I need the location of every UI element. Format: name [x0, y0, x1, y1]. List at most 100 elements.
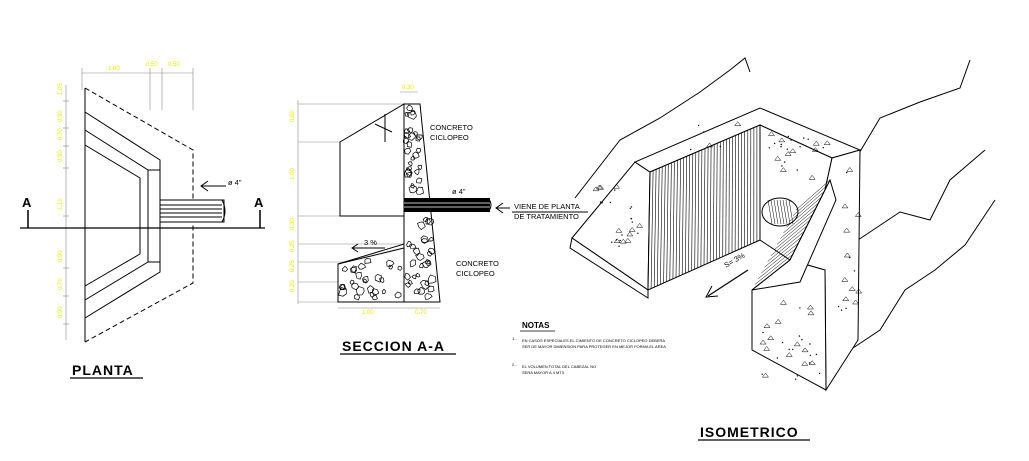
terrain-top	[857, 59, 971, 156]
hatch-line	[779, 199, 785, 225]
concrete-mark	[613, 238, 621, 243]
arrow-left-icon	[200, 180, 209, 192]
hatch-line	[716, 143, 718, 260]
concrete-mark	[609, 201, 612, 204]
concrete-mark	[815, 353, 818, 356]
aggregate-stone	[425, 217, 431, 225]
concrete-mark	[759, 339, 767, 345]
hatch-line	[685, 156, 687, 274]
hatch-line	[785, 199, 791, 225]
planta-title: PLANTA	[72, 362, 134, 378]
aggregate-stone	[406, 104, 413, 111]
hatch-line	[697, 151, 700, 268]
concrete-mark	[842, 296, 850, 301]
concrete-mark	[841, 203, 849, 209]
concrete-mark	[599, 201, 602, 203]
concrete-mark	[849, 256, 851, 259]
seccion-dim-left: 0.20	[290, 280, 296, 292]
concrete-mark	[784, 151, 792, 156]
aggregate-stone	[369, 291, 375, 298]
note-1-num: 1.-	[512, 336, 517, 341]
hatch-line	[786, 196, 822, 228]
concrete-mark	[767, 131, 775, 136]
hatch-line	[792, 185, 828, 216]
concrete-mark	[779, 167, 787, 172]
hatch-line	[782, 199, 788, 225]
aggregate-stone	[419, 263, 424, 269]
aggregate-stone	[362, 276, 369, 284]
concrete-mark	[781, 341, 784, 344]
aggregate-stone	[405, 172, 413, 178]
concrete-mark	[690, 148, 692, 151]
aggregate-stone	[426, 259, 432, 267]
hatch-line	[653, 169, 657, 288]
concrete-mark	[809, 343, 811, 345]
concrete-mark	[807, 310, 815, 316]
aggregate-stone	[419, 280, 430, 290]
hatch-line	[657, 168, 660, 286]
concrete-mark	[636, 222, 644, 228]
aggregate-stone	[394, 291, 402, 299]
concrete-mark	[621, 234, 623, 236]
concrete-mark	[630, 218, 632, 220]
concrete-mark	[783, 161, 786, 163]
seccion-wing-wall	[339, 103, 405, 217]
concrete-mark	[628, 227, 636, 232]
hatch-line	[675, 160, 678, 278]
aggregate-stone	[351, 265, 357, 273]
concrete-mark	[761, 372, 769, 378]
iso-title: ISOMETRICO	[700, 424, 799, 440]
hatch-line	[770, 225, 808, 256]
planta-cut-label-left: A	[22, 195, 32, 210]
concrete-mark	[799, 146, 801, 148]
aggregate-stone	[414, 169, 420, 176]
concrete-mark	[619, 239, 621, 242]
concrete-mark	[786, 148, 788, 150]
concrete-mark	[796, 375, 798, 377]
hatch-line	[773, 199, 779, 225]
hatch-line	[734, 135, 736, 252]
seccion-pipe-label: ø 4"	[452, 187, 466, 196]
seccion-dim-left: 0.25	[290, 240, 296, 252]
aggregate-stone	[427, 247, 436, 255]
aggregate-stone	[404, 168, 413, 178]
concrete-mark	[780, 146, 782, 148]
concrete-mark	[615, 227, 623, 233]
aggregate-stone	[406, 141, 413, 148]
concrete-mark	[809, 354, 811, 356]
concrete-mark	[846, 171, 848, 174]
concrete-mark	[624, 237, 632, 243]
aggregate-stone	[402, 135, 410, 145]
hatch-line	[767, 231, 805, 262]
notes-heading: NOTAS	[522, 321, 550, 330]
concrete-mark	[597, 184, 605, 190]
hatch-line	[767, 199, 773, 225]
concrete-mark	[781, 165, 783, 167]
concrete-mark	[854, 212, 862, 217]
hatch-line	[776, 199, 782, 225]
planta-dim-top-3: 0.50	[168, 62, 180, 68]
concrete-mark	[631, 221, 633, 223]
seccion-dim-bottom-2: 0.70	[415, 310, 427, 316]
concrete-mark	[808, 362, 811, 364]
planta-dim-left: 1.10	[58, 198, 64, 210]
hatch-line	[751, 259, 791, 291]
seccion-floor	[337, 243, 405, 303]
concrete-mark	[774, 318, 782, 324]
aggregate-stone	[404, 282, 411, 288]
planta-dim-left: 0.70	[58, 278, 64, 290]
hatch-line	[712, 144, 715, 261]
seccion-dim-left: 0.30	[290, 218, 296, 230]
concrete-mark	[734, 121, 742, 126]
hatch-line	[795, 179, 831, 211]
aggregate-stone	[355, 286, 365, 296]
concrete-mark	[822, 147, 824, 149]
planta-wing-inner	[84, 129, 149, 301]
aggregate-stone	[357, 262, 367, 270]
aggregate-stone	[342, 265, 349, 272]
aggregate-stone	[374, 274, 382, 283]
concrete-mark	[793, 341, 801, 347]
arrow-left-icon	[495, 202, 504, 214]
concrete-mark	[812, 140, 820, 146]
